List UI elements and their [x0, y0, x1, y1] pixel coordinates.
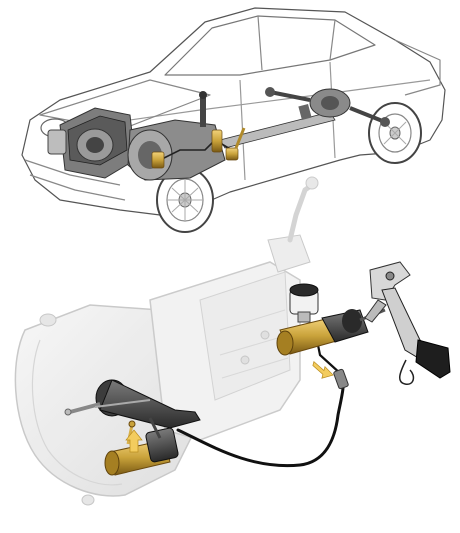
engine-block	[47, 107, 136, 179]
fluid-flow-arrow-master	[312, 360, 334, 379]
driveshaft	[219, 87, 390, 149]
fluid-flow-arrow-slave	[125, 429, 143, 453]
car-windows	[164, 15, 376, 76]
line-fitting	[333, 368, 349, 390]
rear-wheel	[368, 102, 422, 164]
car-clutch-hydraulics	[151, 127, 246, 169]
car-front-bumper	[24, 159, 126, 201]
car-window-pillar	[257, 15, 336, 71]
clutch-release-fork	[64, 379, 201, 429]
car-trunk	[394, 39, 441, 96]
pedal-pad	[415, 339, 451, 379]
bell-bolt	[39, 313, 57, 327]
car-shifter-lever	[200, 95, 206, 127]
hydraulic-line	[176, 373, 345, 468]
return-spring	[399, 359, 415, 385]
clutch-pedal-assembly	[364, 261, 451, 385]
ghost-shifter	[287, 182, 315, 243]
hydraulic-line-upper	[316, 344, 343, 376]
master-cylinder	[276, 283, 386, 356]
input-shaft	[69, 402, 101, 414]
car-transmission	[127, 91, 226, 181]
slave-cylinder	[104, 417, 179, 476]
front-wheel	[156, 167, 214, 233]
pedal-bracket	[369, 261, 411, 301]
